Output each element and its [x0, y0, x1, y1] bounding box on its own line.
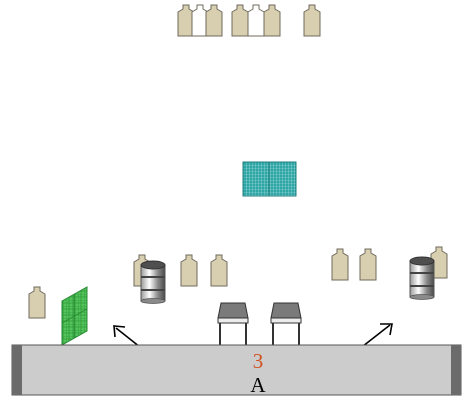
green-barrier-icon — [61, 286, 88, 346]
paper-target-icon — [231, 4, 249, 37]
paper-target-icon — [263, 4, 281, 37]
table-icon — [270, 302, 302, 345]
mesh-barrier-icon — [242, 161, 297, 197]
barrel-icon — [140, 260, 166, 304]
stage-letter: A — [250, 373, 266, 397]
no-shoot-target-icon — [247, 4, 265, 37]
arrow-icon — [113, 325, 141, 348]
paper-target-icon — [303, 4, 321, 37]
top-target-row — [177, 4, 321, 37]
paper-target-icon — [331, 248, 349, 281]
paper-target-icon — [205, 4, 223, 37]
paper-target-icon — [430, 246, 448, 279]
paper-target-icon — [28, 286, 46, 319]
paper-target-icon — [359, 248, 377, 281]
paper-target-icon — [180, 254, 198, 287]
paper-target-icon — [210, 254, 228, 287]
barrel-icon — [409, 256, 435, 300]
table-icon — [217, 302, 249, 345]
shooting-platform — [11, 344, 462, 396]
stage-number: 3 — [253, 349, 264, 373]
